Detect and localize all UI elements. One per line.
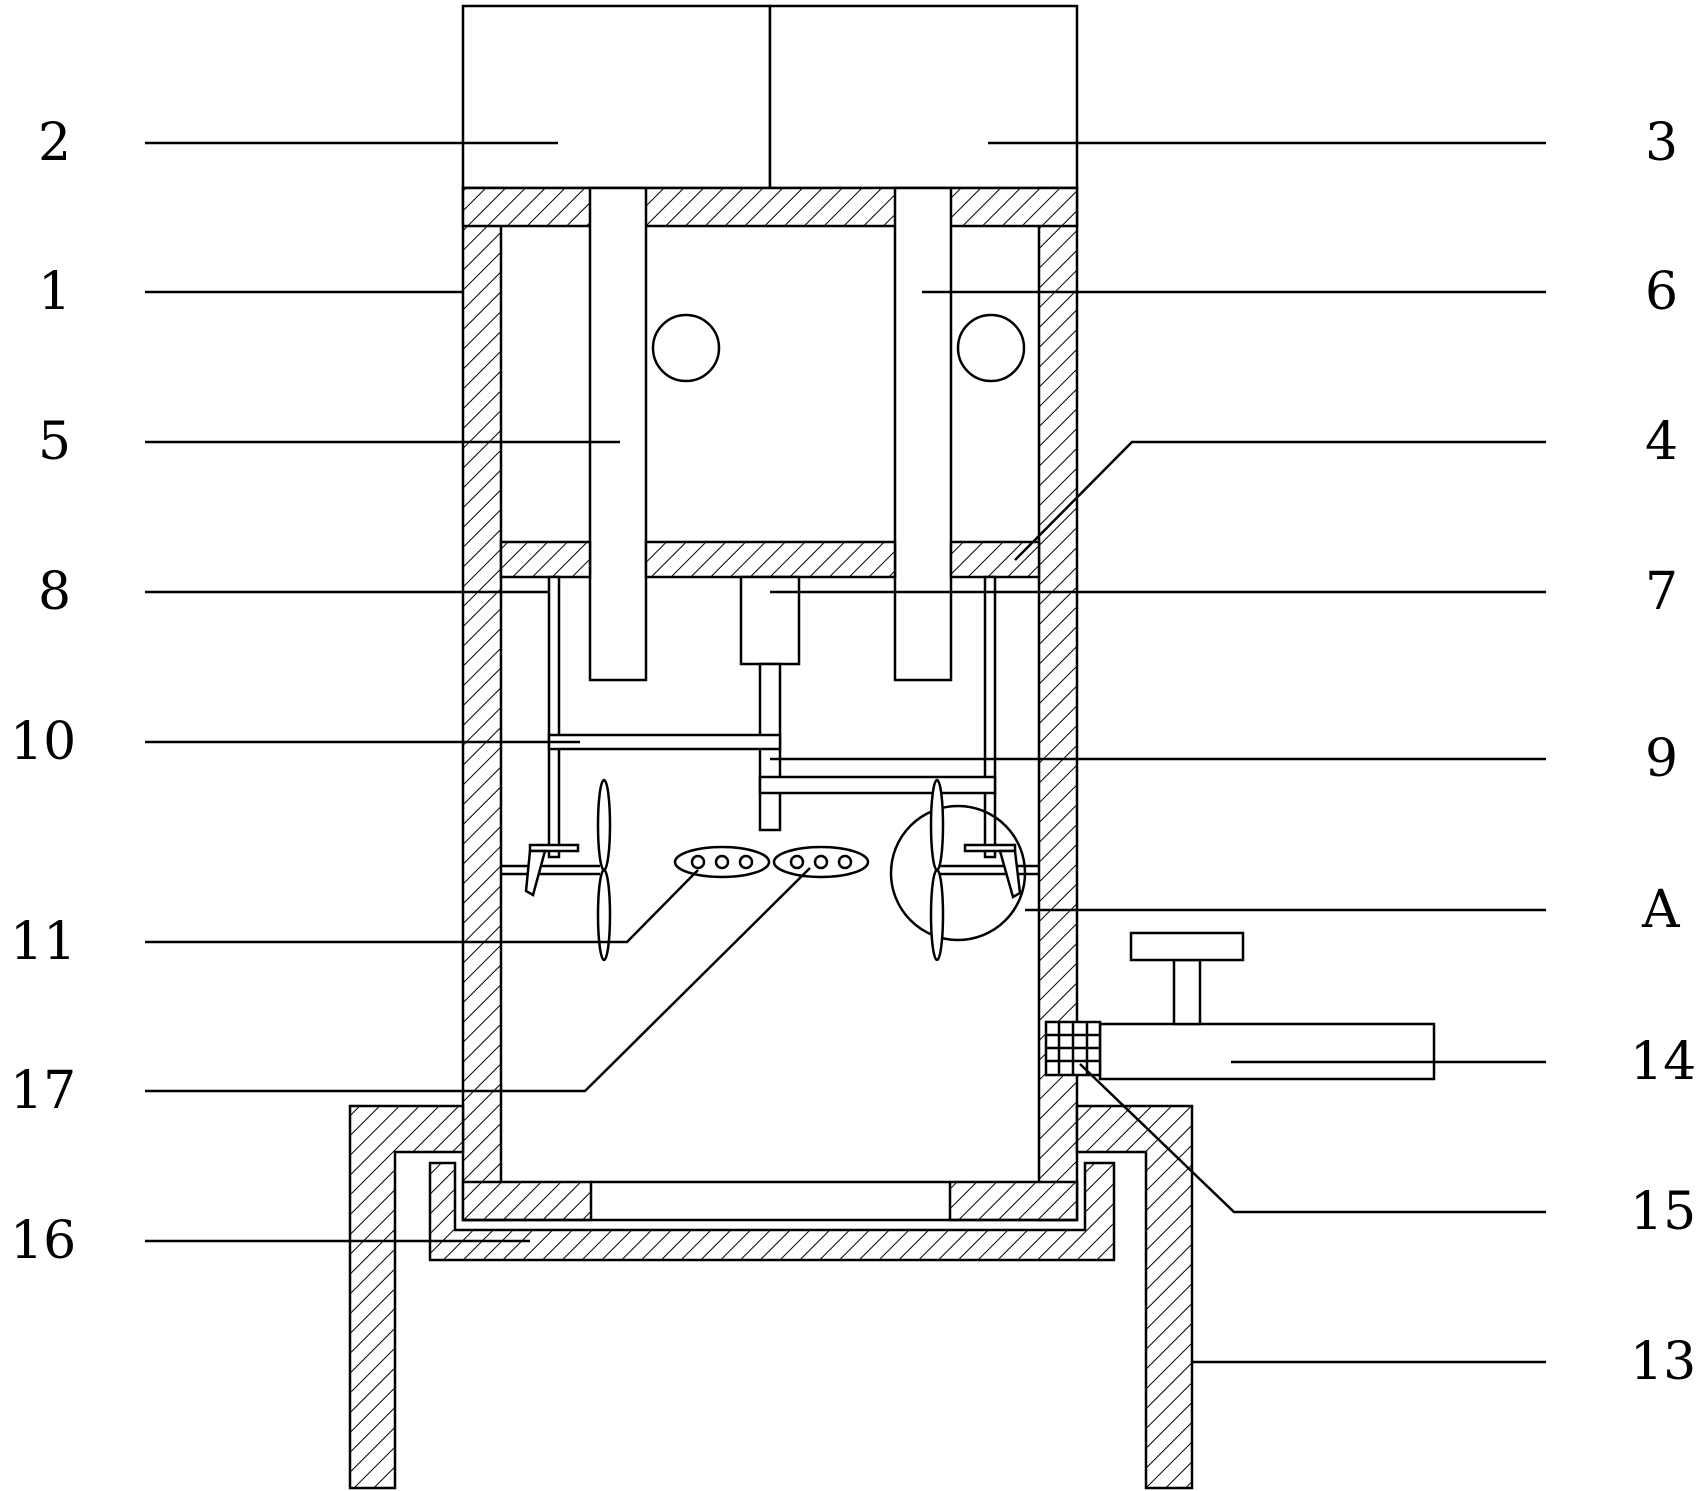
shaft-right (983, 575, 997, 859)
label-6: 6 (1645, 262, 1678, 322)
crossbar-upper (547, 733, 782, 751)
spray-head-left (673, 845, 771, 879)
label-7: 7 (1645, 562, 1678, 622)
label-8: 8 (38, 562, 71, 622)
detail-circle-a (889, 778, 1039, 962)
label-14: 14 (1630, 1032, 1696, 1092)
leader-lines (145, 141, 1546, 1364)
stirring-assembly-left (501, 778, 612, 962)
top-box-left (461, 4, 772, 190)
label-3: 3 (1645, 113, 1678, 173)
top-box-right (768, 4, 1079, 190)
shaft-left (547, 575, 561, 859)
label-1: 1 (38, 262, 71, 322)
label-5: 5 (38, 412, 71, 472)
spray-head-right (772, 845, 870, 879)
base-tray (428, 1161, 1116, 1262)
crossbar-lower (758, 775, 997, 795)
outlet-pipe (1098, 931, 1436, 1081)
label-10: 10 (10, 712, 76, 772)
support-leg-right (1075, 1104, 1194, 1490)
label-17: 17 (10, 1061, 76, 1121)
label-a: A (1641, 880, 1681, 940)
partition-plate (499, 540, 1041, 579)
label-4: 4 (1645, 412, 1678, 472)
label-11: 11 (10, 912, 76, 972)
vertical-bar-left (588, 186, 648, 682)
support-leg-left (348, 1104, 465, 1490)
roller-right (956, 313, 1026, 383)
label-16: 16 (10, 1211, 76, 1271)
roller-left (651, 313, 721, 383)
label-9: 9 (1645, 729, 1678, 789)
vertical-bar-right (893, 186, 953, 682)
label-15: 15 (1630, 1182, 1696, 1242)
filter-mesh (1044, 1020, 1102, 1077)
label-13: 13 (1630, 1332, 1696, 1392)
label-2: 2 (38, 113, 71, 173)
